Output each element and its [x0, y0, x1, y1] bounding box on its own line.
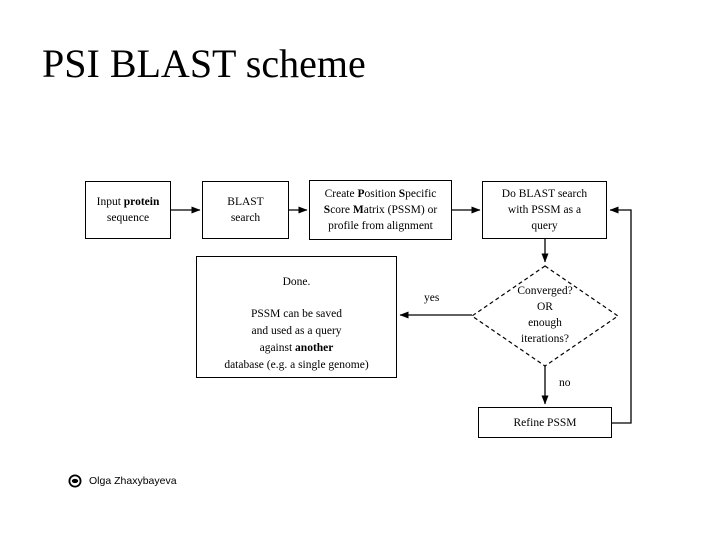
done-box-body: PSSM can be saved and used as a query ag… — [224, 306, 368, 374]
refine-pssm-box: Refine PSSM — [478, 407, 612, 438]
done-box: Done. PSSM can be saved and used as a qu… — [196, 256, 397, 378]
blast-box-line1: BLAST — [227, 196, 264, 208]
create-pssm-box: Create Position Specific Score Matrix (P… — [309, 180, 452, 240]
blast-box-line2: search — [230, 212, 261, 224]
create-box-line1: Create Position Specific — [324, 188, 437, 200]
create-box-line2: Score Matrix (PSSM) or — [323, 204, 438, 216]
decision-line2: OR — [537, 301, 553, 313]
done-box-line4: against another — [259, 342, 334, 354]
do-blast-with-pssm-box: Do BLAST search with PSSM as a query — [482, 181, 607, 239]
decision-line4: iterations? — [521, 333, 569, 345]
done-box-title: Done. — [282, 276, 311, 288]
author-credit: Olga Zhaxybayeva — [68, 474, 177, 488]
input-box-line1: Input protein — [96, 196, 160, 208]
yes-label: yes — [424, 292, 440, 304]
decision-diamond-text: Converged? OR enough iterations? — [480, 283, 610, 347]
doblast-box-line3: query — [531, 220, 558, 232]
author-logo-icon — [68, 474, 82, 488]
create-box-line3: profile from alignment — [328, 220, 433, 232]
decision-line1: Converged? — [517, 285, 573, 297]
arrow-refine-feedback-to-doblast — [609, 206, 632, 424]
done-box-line2: PSSM can be saved — [250, 308, 343, 320]
refine-box-label: Refine PSSM — [513, 416, 577, 429]
no-label: no — [559, 377, 571, 389]
input-box-line2: sequence — [106, 212, 150, 224]
author-name: Olga Zhaxybayeva — [89, 475, 177, 487]
done-box-line3: and used as a query — [251, 325, 342, 337]
doblast-box-line2: with PSSM as a — [507, 204, 582, 216]
page-title: PSI BLAST scheme — [42, 41, 366, 86]
doblast-box-line1: Do BLAST search — [501, 188, 588, 200]
done-box-line5: database (e.g. a single genome) — [224, 359, 369, 371]
blast-search-box: BLAST search — [202, 181, 289, 239]
input-protein-box: Input protein sequence — [85, 181, 171, 239]
decision-line3: enough — [528, 317, 562, 329]
